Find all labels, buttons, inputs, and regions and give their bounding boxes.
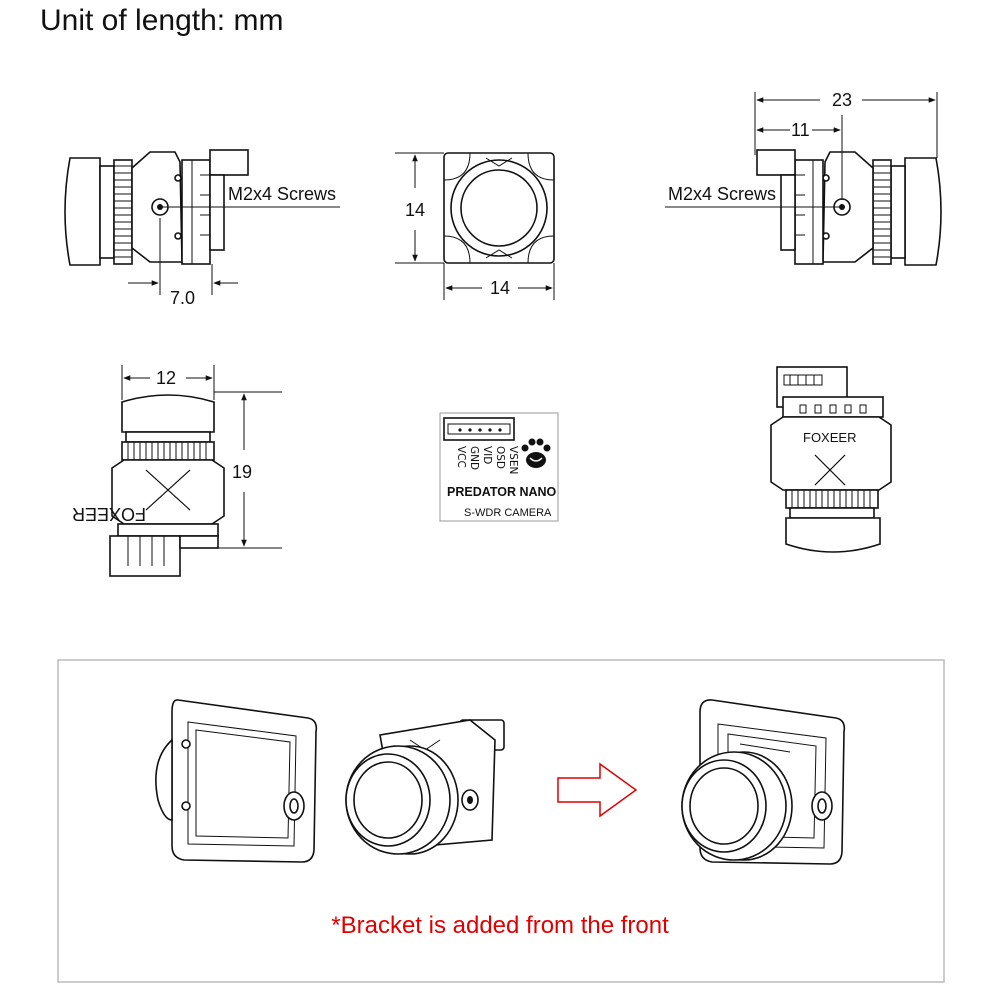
bottom-right-brand: FOXEER [803,430,856,445]
arrow-right-icon [557,762,638,818]
knurl-ring [872,159,892,265]
lens-ring [99,165,115,259]
product-name: PREDATOR NANO [447,485,557,499]
left-depth-dim: 7.0 [170,288,195,308]
back-label [439,412,559,522]
bottom-left-width-dim: 12 [156,368,176,388]
front-view [395,152,555,300]
bottom-left-view [109,365,282,577]
pcb-stack [181,159,211,265]
assembled-illustration [681,699,846,865]
bracket-illustration [155,699,318,863]
pcb-stack [794,159,824,265]
lens-bottom [785,517,881,553]
knurl-ring [785,489,879,509]
bottom-left-brand: FOXEER [72,504,146,524]
lens-top [121,394,215,433]
knurl-ring [113,159,133,265]
right-total-dim: 23 [832,90,852,110]
knurl-ring [121,441,215,461]
connector [109,535,181,577]
right-side-view [665,92,942,266]
pin-label-vid: VID [481,446,493,464]
bottom-left-height-dim: 19 [232,462,252,482]
camera-illustration [345,719,505,855]
bracket-body [770,416,892,491]
bracket-caption: *Bracket is added from the front [331,912,669,939]
connector-housing [756,149,796,176]
lens-dome [904,157,942,266]
paw-logo-icon [521,438,551,468]
unit-title: Unit of length: mm [40,4,284,37]
pin-label-gnd: GND [468,446,480,470]
connector-housing [209,149,249,176]
pcb-edge [782,396,884,418]
pin-label-osd: OSD [494,446,506,469]
right-screws-label: M2x4 Screws [668,184,776,204]
front-height-dim: 14 [405,200,425,220]
right-partial-dim: 11 [791,120,810,140]
lens-dome [64,157,101,266]
front-width-dim: 14 [490,278,510,298]
bracket-body [111,459,225,525]
pin-label-vcc: VCC [455,446,467,468]
product-subtitle: S-WDR CAMERA [464,507,552,519]
bottom-right-view [770,366,892,553]
pin-label-vsen: VSEN [507,446,519,474]
left-screws-label: M2x4 Screws [228,184,336,204]
left-side-view [64,149,340,295]
lens-inner [460,169,538,247]
pcb-edge [117,523,219,537]
